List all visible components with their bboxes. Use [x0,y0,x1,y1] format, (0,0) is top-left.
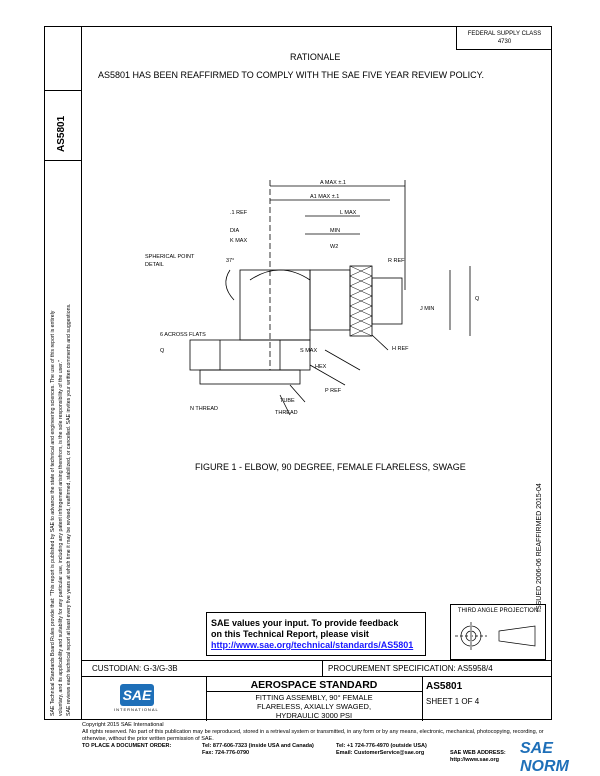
feedback-link[interactable]: http://www.sae.org/technical/standards/A… [211,640,414,650]
projection-symbol-icon [455,622,536,650]
label-q-dim-left: Q [160,348,165,354]
label-p-ref: P REF [325,388,342,394]
description-line-3: HYDRAULIC 3000 PSI [275,711,353,720]
label-k-max: K MAX [230,238,247,244]
tube-end [371,277,403,325]
feedback-line-2: on this Technical Report, please visit [211,629,369,639]
label-w2: W2 [330,244,338,250]
order-label: TO PLACE A DOCUMENT ORDER: [82,743,172,749]
sheet-number: SHEET 1 OF 4 [426,697,480,706]
title-block: AEROSPACE STANDARD FITTING ASSEMBLY, 90°… [82,676,552,721]
doc-number-divider-bottom [44,160,82,162]
custodian-label: CUSTODIAN: G-3/G-3B [92,664,178,673]
projection-label: THIRD ANGLE PROJECTION [457,608,539,614]
label-a-max: A MAX ±.1 [320,180,346,186]
label-s-max: S MAX [300,348,317,354]
copyright-line: Copyright 2015 SAE International [82,722,164,728]
side-doc-number: AS5801 [56,115,67,152]
custodian-procurement-row: CUSTODIAN: G-3/G-3B PROCUREMENT SPECIFIC… [82,660,552,677]
label-spherical-1: SPHERICAL POINT [145,254,195,260]
description-line-1: FITTING ASSEMBLY, 90° FEMALE [255,693,373,702]
standard-title: AEROSPACE STANDARD [250,679,378,691]
rationale-heading: RATIONALE [290,52,341,62]
procurement-spec: PROCUREMENT SPECIFICATION: AS5958/4 [328,664,493,673]
standard-description: FITTING ASSEMBLY, 90° FEMALE FLARELESS, … [206,693,422,720]
fax: Fax: 724-776-0790 [202,750,250,756]
feedback-box: SAE values your input. To provide feedba… [206,612,426,656]
label-q: Q [475,296,480,302]
label-a1-max: A1 MAX ±.1 [310,194,339,200]
label-hex: HEX [315,364,327,370]
label-thread: THREAD [275,410,298,416]
sae-logo: SAE [120,684,154,706]
label-j-min: J MIN [420,306,434,312]
spherical-point-detail [225,269,235,301]
label-angle: 37° [226,258,234,264]
third-angle-projection-box: THIRD ANGLE PROJECTION [450,604,546,660]
sae-international-label: INTERNATIONAL [114,707,159,712]
rationale-text: AS5801 HAS BEEN REAFFIRMED TO COMPLY WIT… [98,70,484,80]
email[interactable]: Email: CustomerService@sae.org [336,750,425,756]
label-knurl: H REF [392,346,409,352]
knurl-hatching [349,265,373,337]
hex-nut [189,339,311,371]
side-disclaimer-3: SAE reviews each technical report at lea… [66,303,72,717]
thread-section [199,369,301,385]
sae-norm-watermark: SAE NORM [520,740,569,775]
figure-caption: FIGURE 1 - ELBOW, 90 DEGREE, FEMALE FLAR… [195,462,466,472]
side-disclaimer-1: SAE Technical Standards Board Rules prov… [50,310,56,716]
elbow-fitting-drawing: A MAX ±.1 A1 MAX ±.1 L MAX .1 REF DIA K … [145,180,480,416]
footer: Copyright 2015 SAE International All rig… [82,722,552,763]
issued-reaffirmed-date: ISSUED 2006-06 REAFFIRMED 2015-04 [536,483,543,612]
label-l-max: L MAX [340,210,357,216]
label-tube: TUBE [280,398,295,404]
tube-stub [309,269,351,331]
description-line-2: FLARELESS, AXIALLY SWAGED, [256,702,372,711]
fsc-line-1: FEDERAL SUPPLY CLASS [467,31,542,37]
rights-line: All rights reserved. No part of this pub… [82,729,544,742]
tel-outside: Tel: +1 724-776-4970 (outside USA) [336,743,427,749]
label-spherical-2: DETAIL [145,262,164,268]
fsc-line-2: 4730 [497,39,512,45]
elbow-body [239,269,311,341]
federal-supply-class-box: FEDERAL SUPPLY CLASS 4730 [456,26,552,50]
feedback-line-1: SAE values your input. To provide feedba… [211,618,399,628]
label-n-thread: N THREAD [190,406,218,412]
label-t-ref: .1 REF [230,210,248,216]
elbow-curve [249,269,311,281]
label-r-ref: R REF [388,258,405,264]
label-hex-flats: 6 ACROSS FLATS [160,332,206,338]
doc-number-divider-top [44,90,82,92]
sae-web-address[interactable]: SAE WEB ADDRESS: http://www.sae.org [450,750,506,763]
tel-usa: Tel: 877-606-7323 (inside USA and Canada… [202,743,314,749]
title-doc-number: AS5801 [426,681,463,692]
side-disclaimer-2: voluntary, and its applicability and sui… [58,360,64,716]
label-dia: DIA [230,228,240,234]
drawing-sheet-border [44,26,552,720]
label-min: MIN [330,228,340,234]
left-margin-strip [44,26,82,720]
